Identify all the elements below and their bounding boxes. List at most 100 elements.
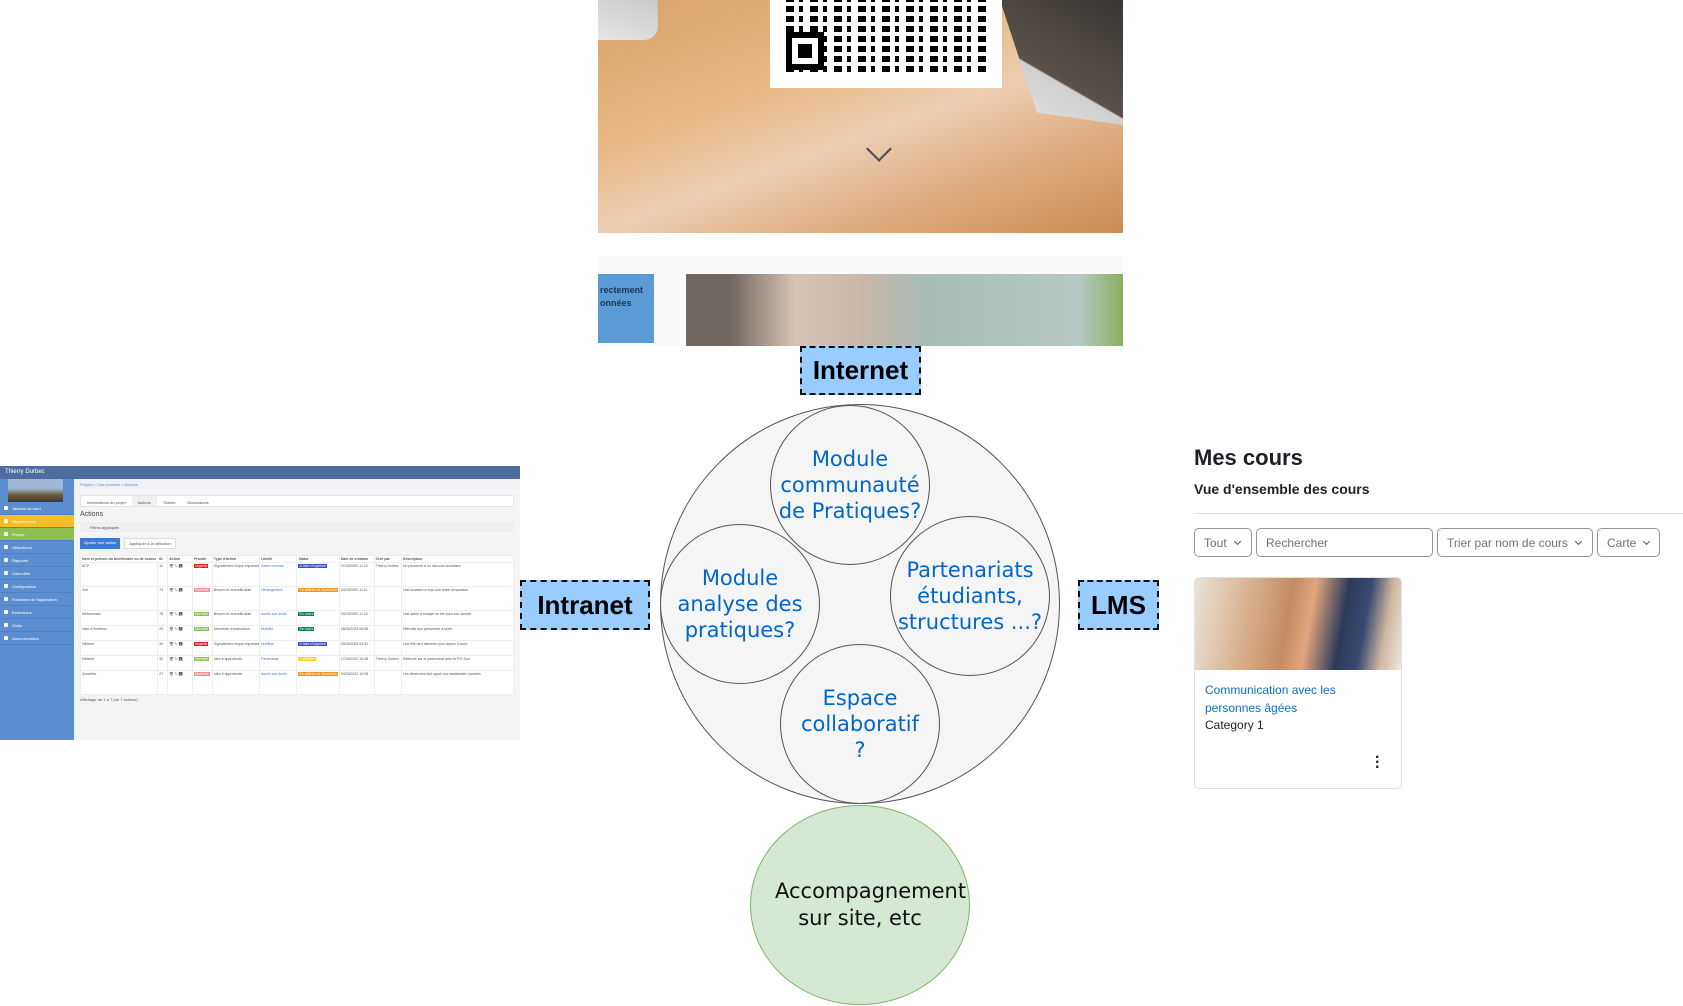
sidebar-item[interactable]: Signalements <box>0 515 74 528</box>
column-header[interactable]: Libellé <box>259 555 298 563</box>
filter-dropdown[interactable]: Tout <box>1194 528 1252 557</box>
sidebar-item[interactable]: Rapports <box>0 554 74 567</box>
cell-label[interactable]: Accès aux droits <box>259 610 298 626</box>
course-card[interactable]: Communication avec les personnes âgées C… <box>1194 577 1402 789</box>
cell-status: En attente de répertorier <box>296 586 340 611</box>
cell-actions[interactable]: 🗑 ✎ ℹ <box>167 625 193 641</box>
cell-status: À planifier <box>296 655 340 671</box>
cell-actions[interactable]: 🗑 ✎ ℹ <box>167 610 193 626</box>
cell-priority: Urgente <box>191 562 213 587</box>
tab[interactable]: Tickets <box>162 500 176 505</box>
module-analyse-circle: Module analyse des pratiques? <box>660 524 820 684</box>
add-action-button[interactable]: Ajouter une action <box>80 538 121 549</box>
chevron-down-icon <box>1574 537 1582 545</box>
cell-author <box>373 625 402 641</box>
status-badge: En attente de répertorier <box>298 588 339 592</box>
cell-id: 32 <box>157 655 169 671</box>
column-header[interactable]: Date de création <box>338 555 375 563</box>
divider <box>1194 513 1683 514</box>
column-header[interactable]: Créé par <box>373 555 402 563</box>
course-title-link[interactable]: Communication avec les personnes âgées <box>1205 683 1336 715</box>
priority-badge: Urgente <box>193 564 209 568</box>
sidebar-item[interactable]: Documentation <box>0 632 74 645</box>
sidebar-item[interactable]: Utilisateurs <box>0 541 74 554</box>
cell-id: 27 <box>157 670 169 695</box>
cell-name: Mohammed <box>79 610 159 626</box>
cell-label[interactable]: Accès aux droits <box>259 670 298 695</box>
cell-label[interactable]: Mobilité <box>259 625 298 641</box>
box-text: onnées <box>600 298 632 308</box>
sidebar-item[interactable]: Fonctions de l'application <box>0 593 74 606</box>
elderly-woman-photo <box>686 274 1123 346</box>
column-header[interactable]: Priorité <box>191 555 213 563</box>
column-header[interactable]: Statut <box>296 555 340 563</box>
cell-author <box>373 640 402 656</box>
cell-id: 30 <box>157 640 169 656</box>
sidebar-item[interactable]: Tableau de bord <box>0 502 74 515</box>
column-header[interactable]: Nom et prénom du bénéficiaire ou de sour… <box>79 555 159 563</box>
filter-value: Tout <box>1204 535 1227 550</box>
cell-actions[interactable]: 🗑 ✎ ℹ <box>167 670 193 695</box>
search-input[interactable]: Rechercher <box>1256 528 1433 557</box>
cell-description: Les bénévoles font appel aux assistantes… <box>400 670 515 695</box>
more-options-icon[interactable]: ··· <box>1375 749 1381 776</box>
view-dropdown[interactable]: Carte <box>1597 528 1660 557</box>
column-header[interactable]: Action <box>167 555 193 563</box>
tab[interactable]: Informations du projet <box>87 500 126 505</box>
cell-date: 03/05/2023 09:32 <box>338 640 375 656</box>
module-communaute-circle: Module communauté de Pratiques? <box>770 405 930 565</box>
sidebar-item[interactable]: Projets <box>0 528 74 541</box>
cell-type: Signalement risque important <box>211 640 261 656</box>
cell-actions[interactable]: 🗑 ✎ ℹ <box>167 640 193 656</box>
cell-author <box>373 586 402 611</box>
cell-name: Halo d'Ombieux <box>79 625 159 641</box>
sidebar-item[interactable]: Configuration <box>0 580 74 593</box>
sidebar-item[interactable]: Outils <box>0 619 74 632</box>
status-badge: En cours <box>298 627 315 631</box>
apply-selection-button[interactable]: Appliquer à la sélection <box>124 538 176 549</box>
sidebar-item[interactable]: Calendrier <box>0 567 74 580</box>
cell-name: Hélibert <box>79 640 159 656</box>
cell-label[interactable]: Partenariat <box>259 655 298 671</box>
cell-type: Signalement risque important <box>211 562 261 587</box>
cell-label[interactable]: Santé mentale <box>259 562 298 587</box>
cell-type: Demande d'ambulation <box>211 625 261 641</box>
cell-description: Un personne a un discours suicidaire <box>400 562 515 587</box>
label-intranet: Intranet <box>520 580 650 630</box>
intranet-tabs: Informations du projet Actions Tickets Disc… <box>80 495 514 507</box>
column-header[interactable]: Description <box>400 555 515 563</box>
espace-collaboratif-circle: Espace collaboratif ? <box>780 644 940 804</box>
sidebar-item[interactable]: Extensions <box>0 606 74 619</box>
cell-actions[interactable]: 🗑 ✎ ℹ <box>167 586 193 611</box>
breadcrumb: Projets > Cas concrets > Actions <box>74 479 520 489</box>
cell-date: 07/03/2023 11:15 <box>338 562 375 587</box>
column-header[interactable]: ID <box>157 555 169 563</box>
cell-actions[interactable]: 🗑 ✎ ℹ <box>167 655 193 671</box>
sort-dropdown[interactable]: Trier par nom de cours <box>1437 528 1593 557</box>
tab[interactable]: Actions <box>131 496 157 506</box>
filters-toggle[interactable]: Filtres appliqués <box>80 522 514 532</box>
cell-priority: Normale <box>191 625 213 641</box>
column-header[interactable]: Type d'action <box>211 555 261 563</box>
chevron-down-icon <box>1643 537 1651 545</box>
cell-description: Une locataire a reçu une lettre d'expuls… <box>400 586 515 611</box>
cell-date: 17/05/2023 10:48 <box>338 655 375 671</box>
label-lms: LMS <box>1078 580 1159 630</box>
cell-label[interactable]: Hébergement <box>259 586 298 611</box>
cell-actions[interactable]: 🗑 ✎ ℹ <box>167 562 193 587</box>
tab[interactable]: Discussions <box>187 500 209 505</box>
cell-id: 11 <box>157 562 169 587</box>
lms-screenshot: Mes cours Vue d'ensemble des cours Tout … <box>1194 440 1683 790</box>
cell-priority: Urgente <box>191 640 213 656</box>
cell-label[interactable]: Nutrition <box>259 640 298 656</box>
cell-id: 25 <box>157 625 169 641</box>
